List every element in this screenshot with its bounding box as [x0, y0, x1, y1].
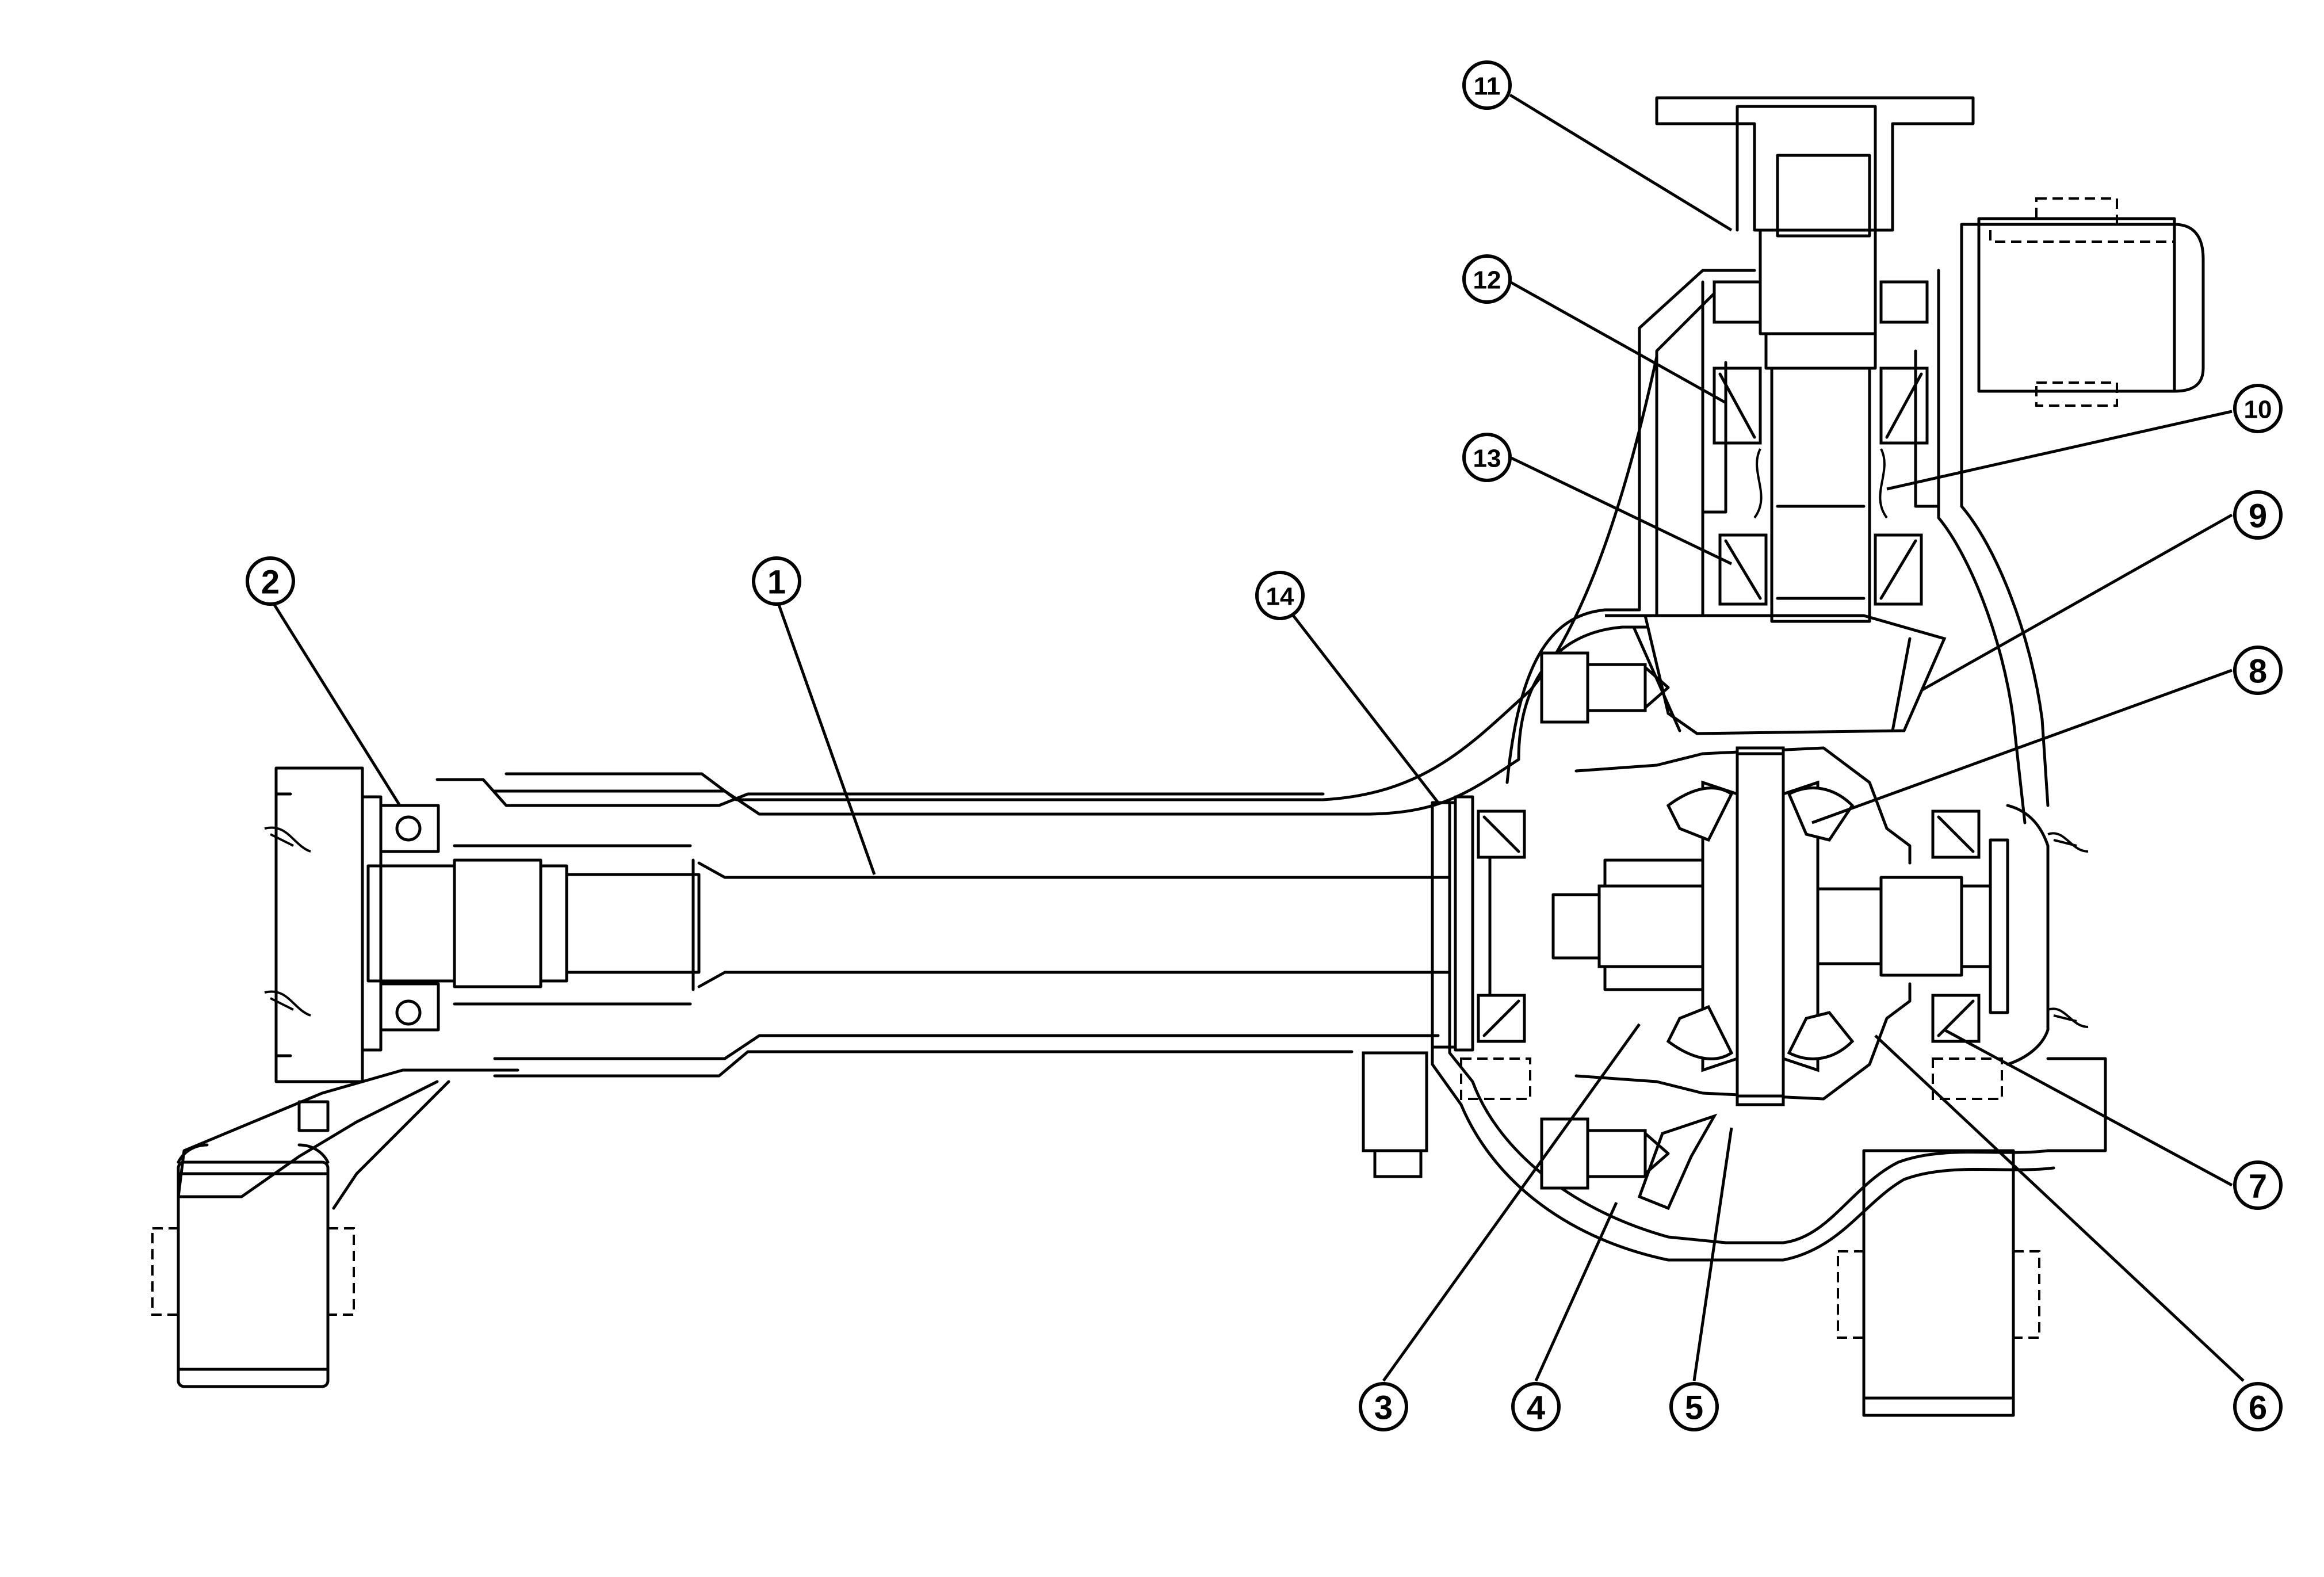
callout-5-label: 5	[1685, 1389, 1703, 1427]
callout-5: 5	[1669, 1382, 1719, 1431]
callout-12-label: 12	[1473, 266, 1501, 295]
callout-14: 14	[1255, 571, 1305, 620]
callout-11: 11	[1462, 60, 1512, 110]
upper-right-mount-bushing	[1960, 197, 2205, 407]
leader-7	[1943, 1028, 2233, 1187]
leader-13	[1509, 456, 1733, 566]
leader-6	[1874, 1034, 2245, 1382]
leader-4	[1534, 1201, 1618, 1382]
callout-3: 3	[1359, 1382, 1408, 1431]
callout-leader-lines	[269, 93, 2245, 1382]
left-axle-flange-assembly	[264, 766, 1325, 1083]
callout-1-label: 1	[767, 564, 786, 601]
left-output-stub	[1551, 884, 1704, 968]
side-gear-right	[1782, 780, 1855, 1072]
leader-9	[1920, 513, 2233, 692]
leader-2	[269, 597, 402, 807]
lower-right-mount-bushing	[1837, 1149, 2040, 1417]
rear-pinion-bearing	[1713, 366, 1929, 445]
dashed-plug	[1460, 1057, 2003, 1100]
side-gear-left	[1666, 780, 1739, 1072]
callout-6: 6	[2233, 1382, 2283, 1431]
leader-3	[1382, 1023, 1641, 1382]
callout-2: 2	[246, 556, 295, 606]
leader-8	[1811, 669, 2233, 824]
axle-shaft	[691, 858, 1451, 991]
callout-3-label: 3	[1374, 1389, 1393, 1427]
leader-1	[775, 598, 876, 875]
side-bearing-left	[1477, 809, 1526, 1043]
callout-4: 4	[1511, 1382, 1561, 1431]
ring-gear	[1605, 614, 1947, 1211]
lower-plug	[1362, 1051, 1428, 1178]
callout-11-label: 11	[1474, 72, 1501, 101]
pinion-input-shaft	[1759, 154, 1877, 623]
leader-10	[1886, 410, 2233, 491]
callout-14-label: 14	[1266, 583, 1294, 611]
nose-housing	[1701, 269, 2050, 824]
pinion-shaft	[1736, 746, 1785, 1106]
callout-9-label: 9	[2249, 498, 2267, 535]
ring-gear-bolt	[1540, 651, 1670, 1190]
pinion-oil-seal	[1713, 280, 1929, 324]
front-pinion-bearing	[1718, 533, 1923, 606]
callout-8-label: 8	[2249, 653, 2267, 690]
callout-4-label: 4	[1527, 1389, 1545, 1427]
axle-housing-tube	[177, 355, 1658, 1210]
callout-13: 13	[1462, 433, 1512, 482]
callout-13-label: 13	[1473, 445, 1501, 473]
leader-14	[1279, 597, 1439, 804]
callout-12: 12	[1462, 254, 1512, 304]
left-mount-bushing	[151, 1100, 355, 1388]
right-output-stub	[1816, 838, 2009, 1014]
companion-flange	[1655, 96, 1975, 232]
side-bearing-right	[1931, 809, 1981, 1043]
callout-10: 10	[2233, 384, 2283, 433]
callout-7-label: 7	[2249, 1168, 2267, 1205]
right-side-seal	[2006, 804, 2089, 1066]
callout-10-label: 10	[2244, 396, 2272, 424]
callout-9: 9	[2233, 490, 2283, 540]
collapsible-spacer	[1753, 448, 1888, 519]
leader-12	[1509, 280, 1727, 404]
callout-6-label: 6	[2249, 1389, 2267, 1427]
callout-8: 8	[2233, 646, 2283, 695]
callout-1: 1	[752, 556, 801, 606]
callout-2-label: 2	[261, 564, 280, 601]
callout-7: 7	[2233, 1160, 2283, 1210]
leader-5	[1692, 1127, 1733, 1381]
leader-11	[1509, 93, 1733, 232]
